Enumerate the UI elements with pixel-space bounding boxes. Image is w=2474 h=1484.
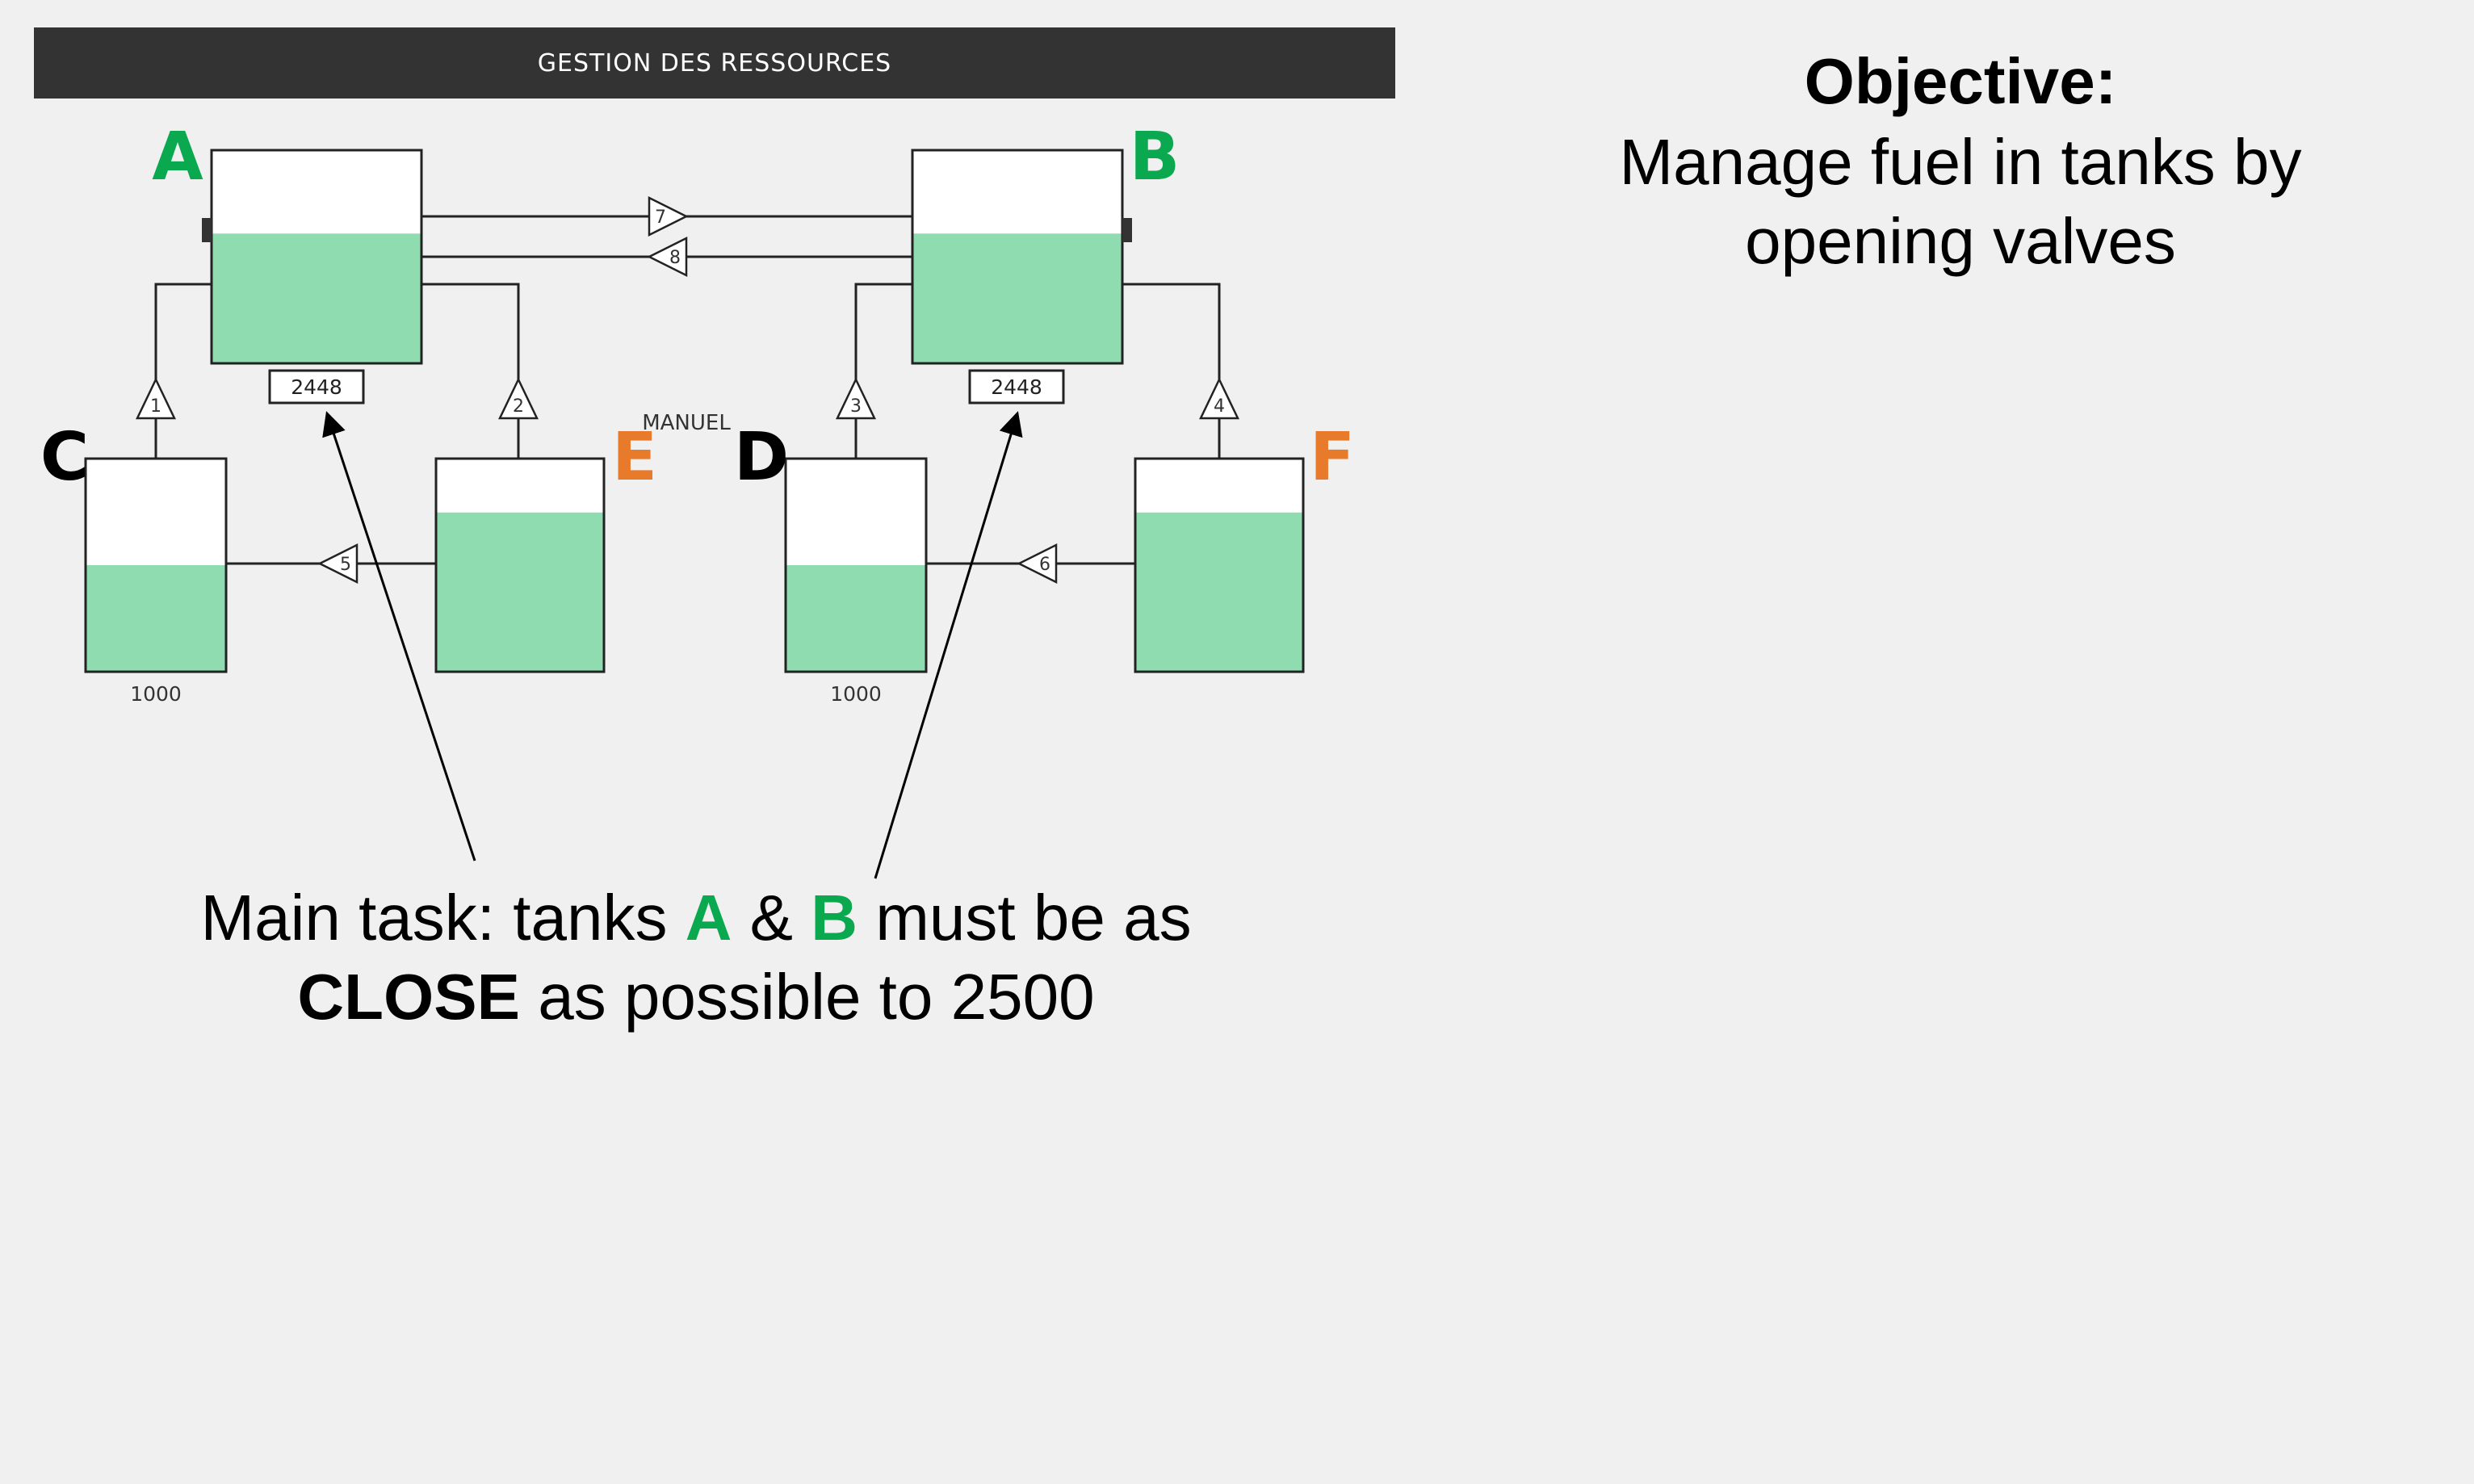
tank-f-letter: F (1310, 419, 1355, 496)
main-task-line-2: CLOSE as possible to 2500 (297, 961, 1094, 1033)
tank-a-readout-box (268, 369, 365, 405)
tank-b-side-marker (1122, 218, 1132, 242)
svg-text:1: 1 (150, 396, 161, 417)
annotation-arrow-b (874, 411, 1023, 879)
tank-b-letter: B (1130, 119, 1180, 195)
tank-e-fuel-level (437, 512, 603, 671)
tank-b-readout: 2448 (991, 375, 1042, 399)
svg-text:3: 3 (850, 396, 862, 417)
tank-c: 1000 (84, 457, 228, 706)
tank-a-fuel-level (212, 233, 421, 363)
valve-8-button[interactable]: 8 (647, 236, 688, 278)
tank-b-fuel-level (913, 233, 1122, 363)
svg-text:6: 6 (1039, 555, 1050, 575)
annotation-arrow-a (322, 411, 476, 861)
tank-d: 1000 (784, 457, 928, 706)
tank-b: 2448 (911, 149, 1132, 405)
tank-d-fuel-level (786, 565, 925, 671)
tank-c-letter: C (40, 419, 89, 496)
tank-a-side-marker (202, 218, 212, 242)
valve-3-button[interactable]: 3 (836, 377, 876, 420)
tank-e (434, 457, 606, 673)
svg-text:4: 4 (1214, 396, 1225, 417)
svg-text:8: 8 (669, 248, 681, 268)
header-title: GESTION DES RESSOURCES (538, 49, 891, 78)
tank-d-capacity: 1000 (830, 682, 882, 706)
tank-a-letter: A (152, 119, 203, 195)
objective-title: Objective: (1805, 45, 2117, 117)
valve-1-button[interactable]: 1 (136, 377, 176, 420)
valve-2-button[interactable]: 2 (498, 377, 539, 420)
tank-c-fuel-level (86, 565, 225, 671)
tank-e-letter: E (612, 419, 657, 496)
valve-4-button[interactable]: 4 (1199, 377, 1239, 420)
valve-6-button[interactable]: 6 (1017, 543, 1058, 585)
svg-text:5: 5 (340, 555, 351, 575)
tank-a-readout: 2448 (291, 375, 342, 399)
valve-7-button[interactable]: 7 (648, 195, 689, 237)
svg-text:2: 2 (513, 396, 524, 417)
tank-f (1134, 457, 1305, 673)
tank-d-letter: D (734, 419, 789, 496)
tank-b-readout-box (968, 369, 1065, 405)
valve-5-button[interactable]: 5 (317, 543, 359, 585)
tank-a: 2448 (202, 149, 423, 405)
main-task-line-1: Main task: tanks A & B must be as (200, 882, 1191, 954)
objective-line-1: Manage fuel in tanks by (1620, 126, 2302, 198)
mode-label: MANUEL (642, 411, 731, 435)
svg-text:7: 7 (655, 208, 666, 228)
tank-c-capacity: 1000 (130, 682, 182, 706)
header-bar (34, 27, 1395, 99)
tank-f-fuel-level (1136, 512, 1302, 671)
objective-line-2: opening valves (1745, 205, 2176, 277)
